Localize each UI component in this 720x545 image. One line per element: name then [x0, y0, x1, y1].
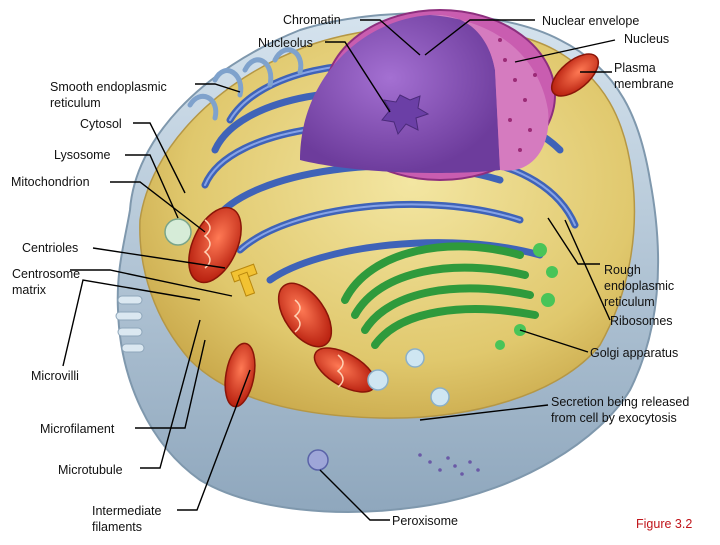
label-nuclear-envelope: Nuclear envelope [542, 14, 640, 28]
label-microfilament: Microfilament [40, 422, 115, 436]
exocytosis-particles [418, 453, 480, 476]
label-microtubule: Microtubule [58, 463, 123, 477]
label-smooth-er: Smooth endoplasmic reticulum [50, 80, 167, 110]
label-secretion: Secretion being released from cell by ex… [551, 395, 690, 425]
label-golgi: Golgi apparatus [590, 346, 679, 360]
cristae [203, 219, 344, 388]
label-centrioles: Centrioles [22, 241, 79, 255]
label-peroxisome: Peroxisome [392, 514, 458, 528]
golgi-shape [341, 242, 539, 349]
mitochondria-shapes [188, 53, 600, 408]
lysosome-shape [164, 218, 192, 246]
label-nucleolus: Nucleolus [258, 36, 313, 50]
nucleolus-shape [381, 94, 430, 136]
figure-number: Figure 3.2 [636, 517, 693, 531]
label-lysosome: Lysosome [54, 148, 111, 162]
centrioles-shape [230, 263, 258, 297]
smooth-er-shape [187, 47, 304, 121]
nucleoplasm-shape [300, 14, 500, 173]
label-centrosome-matrix: Centrosome matrix [12, 267, 81, 297]
label-microvilli: Microvilli [31, 369, 79, 383]
golgi-vesicles [495, 243, 558, 350]
label-mitochondrion: Mitochondrion [11, 175, 90, 189]
label-rough-er: Rough endoplasmic reticulum [604, 263, 675, 309]
label-plasma-membrane: Plasma membrane [614, 61, 674, 91]
label-chromatin: Chromatin [283, 13, 341, 27]
leader-lines [62, 19, 616, 521]
peroxisome-shape [307, 449, 329, 471]
chromatin-dots [498, 38, 537, 152]
label-intermediate-filaments: Intermediate filaments [92, 504, 162, 534]
secretory-vesicles [367, 348, 450, 407]
label-ribosomes: Ribosomes [610, 314, 673, 328]
microvilli-shape [115, 295, 145, 353]
label-nucleus: Nucleus [624, 32, 670, 46]
label-cytosol: Cytosol [80, 117, 122, 131]
nucleus-cut-face [430, 14, 549, 171]
